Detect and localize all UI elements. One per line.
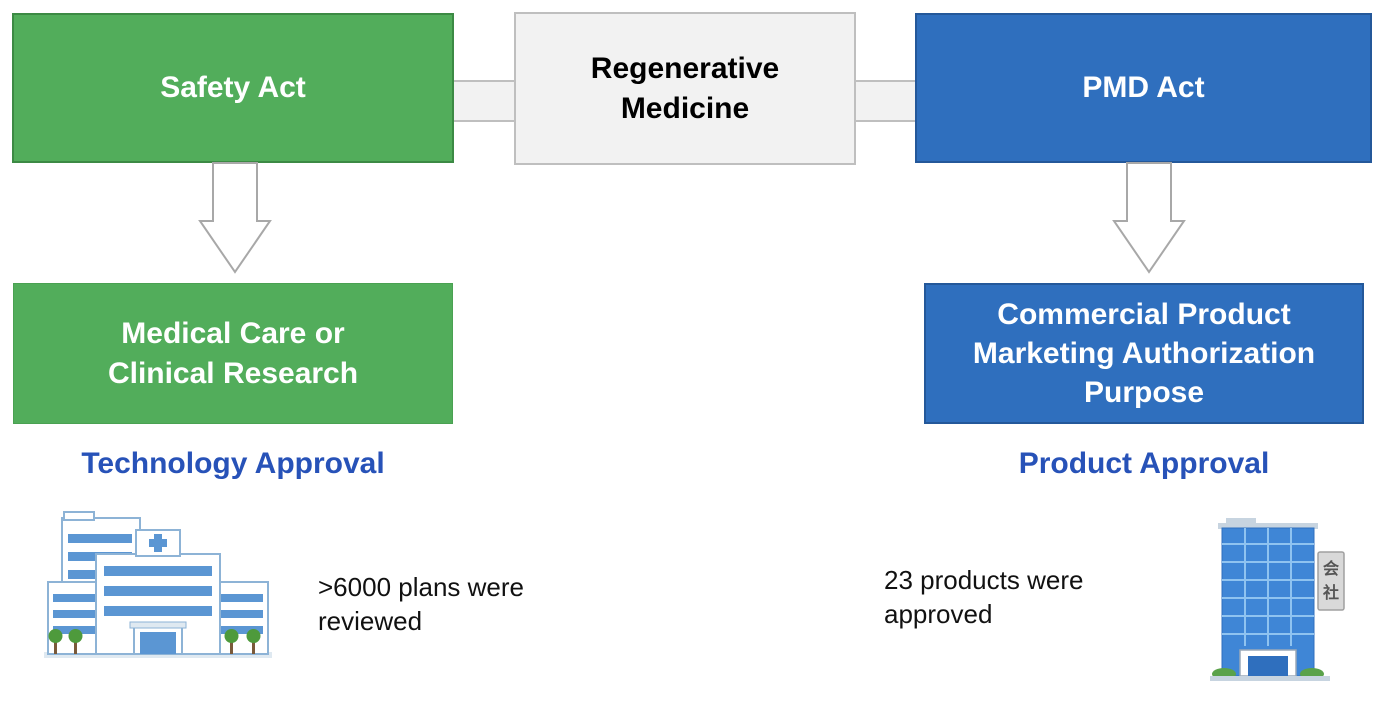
regenerative-medicine-label: Regenerative Medicine <box>590 51 780 125</box>
products-approved-note: 23 products were approved <box>884 565 1084 629</box>
safety-act-box: Safety Act <box>12 13 454 163</box>
hospital-icon <box>44 511 272 658</box>
technology-approval-heading: Technology Approval <box>81 447 385 480</box>
company-sign-text: 会 <box>1323 559 1339 578</box>
medical-care-box: Medical Care or Clinical Research <box>13 283 453 424</box>
company-sign-text-2: 社 <box>1322 583 1339 602</box>
commercial-product-box: Commercial Product Marketing Authorizati… <box>924 283 1364 424</box>
regenerative-medicine-box: Regenerative Medicine <box>514 12 856 165</box>
pmd-act-box: PMD Act <box>915 13 1372 163</box>
commercial-product-label: Commercial Product Marketing Authorizati… <box>972 298 1316 409</box>
plans-reviewed-note: >6000 plans were reviewed <box>318 572 524 636</box>
office-building-icon: 会 社 <box>1210 518 1345 681</box>
down-arrow-right-icon <box>1112 162 1186 274</box>
pmd-act-label: PMD Act <box>1082 71 1205 104</box>
product-approval-heading: Product Approval <box>1018 447 1270 480</box>
connector-right <box>854 80 918 122</box>
safety-act-label: Safety Act <box>160 71 306 104</box>
medical-care-label: Medical Care or Clinical Research <box>107 316 359 390</box>
down-arrow-left-icon <box>198 162 272 274</box>
connector-left <box>452 80 516 122</box>
